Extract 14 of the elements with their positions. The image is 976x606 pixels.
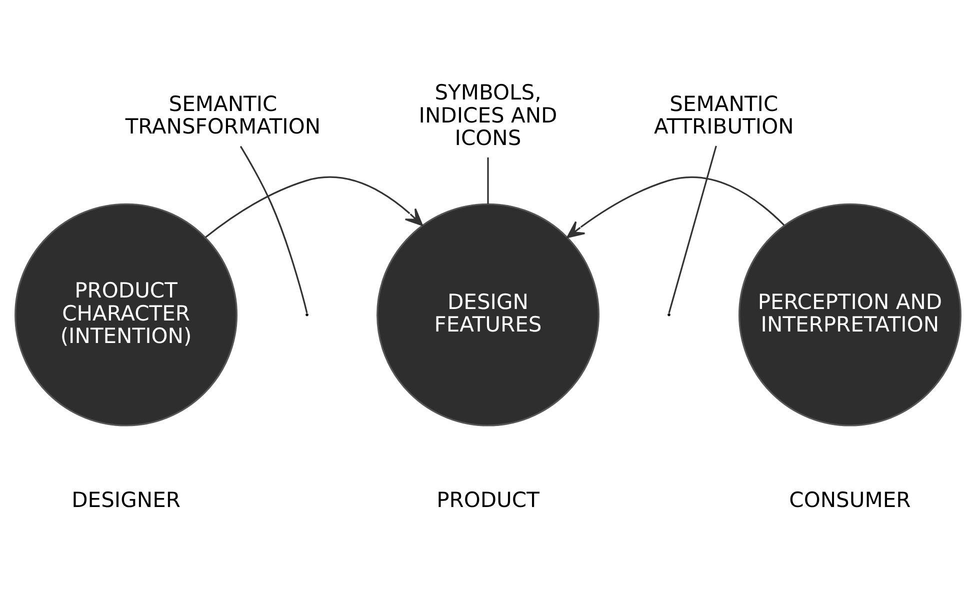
node-label: CONSUMER [789, 487, 911, 512]
node-circle: PERCEPTION AND INTERPRETATION [738, 202, 962, 426]
arrow [566, 176, 785, 238]
connector [668, 145, 717, 313]
node-text: SEMANTIC TRANSFORMATION [125, 92, 321, 138]
node-text: SYMBOLS, INDICES AND ICONS [418, 80, 558, 150]
node-circle: PRODUCT CHARACTER (INTENTION) [14, 202, 238, 426]
connector [487, 156, 489, 204]
connector [240, 145, 308, 313]
node-circle: DESIGN FEATURES [376, 202, 600, 426]
arrow [204, 176, 423, 238]
node-label: DESIGNER [72, 487, 180, 512]
node-label: PRODUCT [436, 487, 540, 512]
node-text: SEMANTIC ATTRIBUTION [654, 92, 794, 138]
